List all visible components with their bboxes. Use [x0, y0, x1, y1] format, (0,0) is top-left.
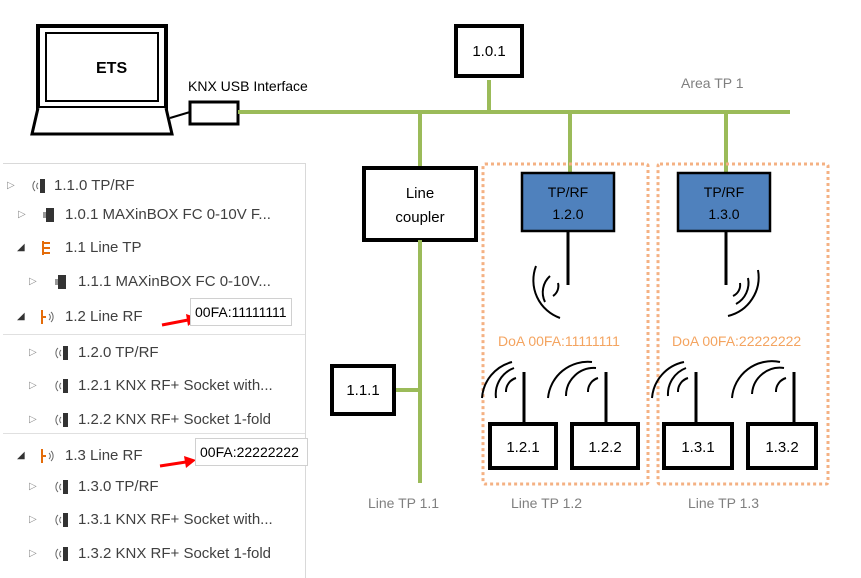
doa-2-label: DoA 00FA:22222222: [672, 333, 801, 349]
device-icon: [55, 275, 66, 289]
expand-arrow-icon[interactable]: ▷: [29, 347, 37, 358]
line-tp13-label: Line TP 1.3: [688, 495, 759, 511]
rf-device-icon: [55, 480, 68, 494]
rf-device-icon: [55, 513, 68, 527]
collapse-arrow-icon[interactable]: ◢: [17, 242, 25, 253]
device-icon: [43, 208, 54, 222]
rf12-label-2: 1.2.0: [552, 206, 583, 222]
tree-separator: [3, 433, 305, 434]
collapse-arrow-icon[interactable]: ◢: [17, 450, 25, 461]
doa-region-2: [656, 162, 830, 486]
rf12-waves-icon: [532, 265, 561, 319]
expand-arrow-icon[interactable]: ▷: [29, 414, 37, 425]
doa-1-label: DoA 00FA:11111111: [498, 333, 620, 349]
doa-callout-1: 00FA:11111111: [190, 298, 292, 326]
device-111-label: 1.1.1: [346, 382, 379, 399]
rf-device-icon: [32, 179, 45, 193]
usb-cable: [169, 111, 191, 119]
expand-arrow-icon[interactable]: ▷: [29, 548, 37, 559]
expand-arrow-icon[interactable]: ▷: [29, 481, 37, 492]
expand-arrow-icon[interactable]: ▷: [29, 380, 37, 391]
tp-line-icon: [42, 241, 50, 255]
expand-arrow-icon[interactable]: ▷: [29, 276, 37, 287]
rf-coupler-13-box: [676, 171, 772, 233]
rf-device-icon: [55, 413, 68, 427]
rf13-waves-icon: [727, 269, 760, 317]
device-132-label: 1.3.2: [765, 439, 798, 456]
coupler-label-1: Line: [406, 185, 434, 202]
rf-device-131: [651, 361, 734, 470]
line-tp11-label: Line TP 1.1: [368, 495, 439, 511]
device-131-label: 1.3.1: [681, 439, 714, 456]
rf13-label-1: TP/RF: [704, 184, 744, 200]
ets-topology-tree: ▷ 1.1.0 TP/RF ▷ 1.0.1 MAXinBOX FC 0-10V …: [3, 163, 306, 578]
expand-arrow-icon[interactable]: ▷: [7, 180, 15, 191]
laptop-label: ETS: [96, 60, 127, 77]
tree-separator: [3, 334, 305, 335]
laptop-icon: [30, 24, 174, 136]
doa-region-1: [481, 162, 650, 486]
rf-device-121: [481, 361, 558, 470]
line-tp12-label: Line TP 1.2: [511, 495, 582, 511]
usb-interface-label: KNX USB Interface: [188, 78, 308, 94]
rf-device-122: [547, 360, 640, 470]
rf-line-icon: [41, 449, 54, 463]
collapse-arrow-icon[interactable]: ◢: [17, 311, 25, 322]
coupler-label-2: coupler: [395, 209, 444, 226]
rf-device-icon: [55, 346, 68, 360]
device-122-label: 1.2.2: [588, 439, 621, 456]
rf-line-icon: [41, 310, 54, 324]
area-device-box: [454, 24, 524, 78]
area-device-label: 1.0.1: [472, 43, 505, 60]
device-121-label: 1.2.1: [506, 439, 539, 456]
rf12-label-1: TP/RF: [548, 184, 588, 200]
area-line-label: Area TP 1: [681, 75, 744, 91]
expand-arrow-icon[interactable]: ▷: [29, 514, 37, 525]
rf-device-icon: [55, 379, 68, 393]
device-111-box: [330, 364, 396, 416]
red-arrow-icon: [159, 456, 196, 468]
rf-device-132: [731, 360, 818, 470]
rf13-label-2: 1.3.0: [708, 206, 739, 222]
expand-arrow-icon[interactable]: ▷: [18, 209, 26, 220]
doa-callout-2: 00FA:22222222: [195, 438, 308, 466]
line-coupler-box: [362, 166, 478, 242]
rf-device-icon: [55, 547, 68, 561]
